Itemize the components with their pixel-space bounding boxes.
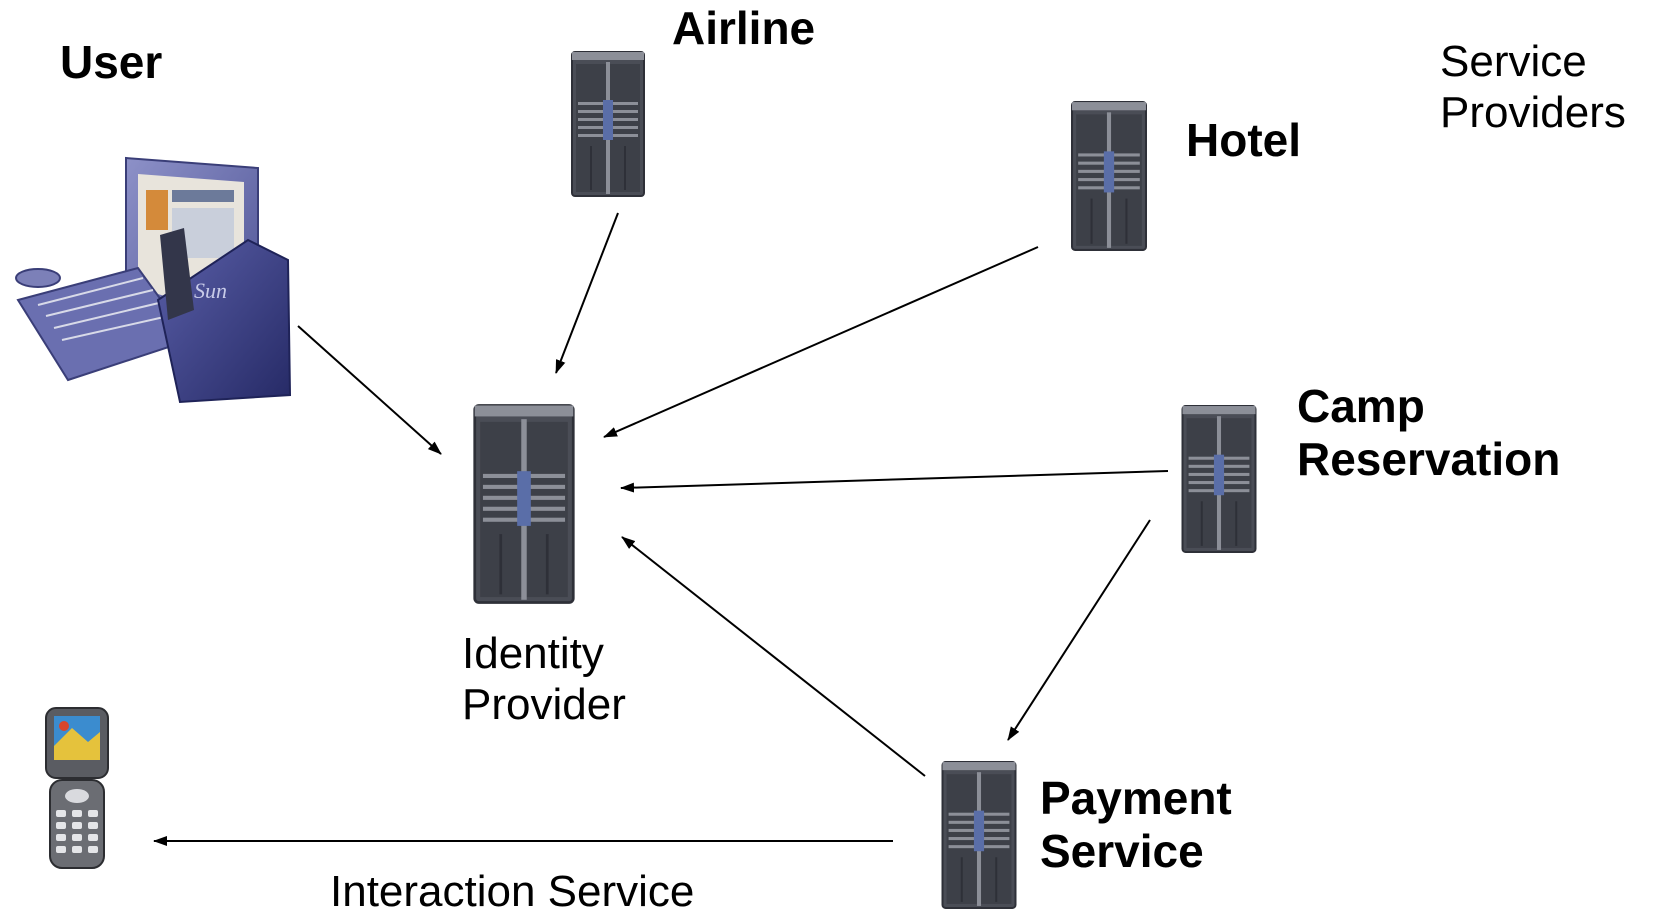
identity-provider-server-icon — [473, 404, 575, 604]
hotel-server-icon — [1071, 101, 1147, 251]
payment-service-server-icon — [941, 761, 1017, 909]
camp-reservation-server-icon — [1181, 405, 1257, 553]
camp-reservation-label: Camp Reservation — [1297, 380, 1560, 487]
arrow-payment-to-identity — [621, 536, 926, 777]
svg-text:Sun: Sun — [194, 278, 227, 303]
arrow-camp-to-identity — [620, 470, 1169, 493]
service-providers-line-2: Providers — [1440, 88, 1626, 138]
camp-reservation-line-2: Reservation — [1297, 433, 1561, 486]
arrow-camp-to-payment — [1007, 519, 1151, 741]
identity-provider-label: Identity Provider — [462, 628, 626, 730]
identity-provider-line-1: Identity — [462, 629, 604, 678]
service-providers-line-1: Service — [1440, 37, 1587, 86]
payment-service-label: Payment Service — [1040, 772, 1232, 879]
arrow-hotel-to-identity — [603, 246, 1039, 438]
arrow-airline-to-identity — [555, 212, 619, 374]
payment-service-line-1: Payment — [1040, 772, 1232, 824]
mobile-phone-icon — [45, 707, 109, 869]
user-label: User — [60, 36, 163, 88]
camp-reservation-line-1: Camp — [1297, 380, 1425, 432]
interaction-service-label: Interaction Service — [330, 867, 695, 916]
arrow-user-to-identity — [297, 325, 442, 455]
airline-server-icon — [571, 51, 645, 197]
user-workstation-icon: Sun — [15, 156, 292, 404]
hotel-label: Hotel — [1186, 114, 1301, 166]
airline-label: Airline — [672, 2, 816, 54]
payment-service-line-2: Service — [1040, 825, 1204, 878]
identity-provider-line-2: Provider — [462, 680, 626, 730]
service-providers-label: Service Providers — [1440, 36, 1626, 138]
